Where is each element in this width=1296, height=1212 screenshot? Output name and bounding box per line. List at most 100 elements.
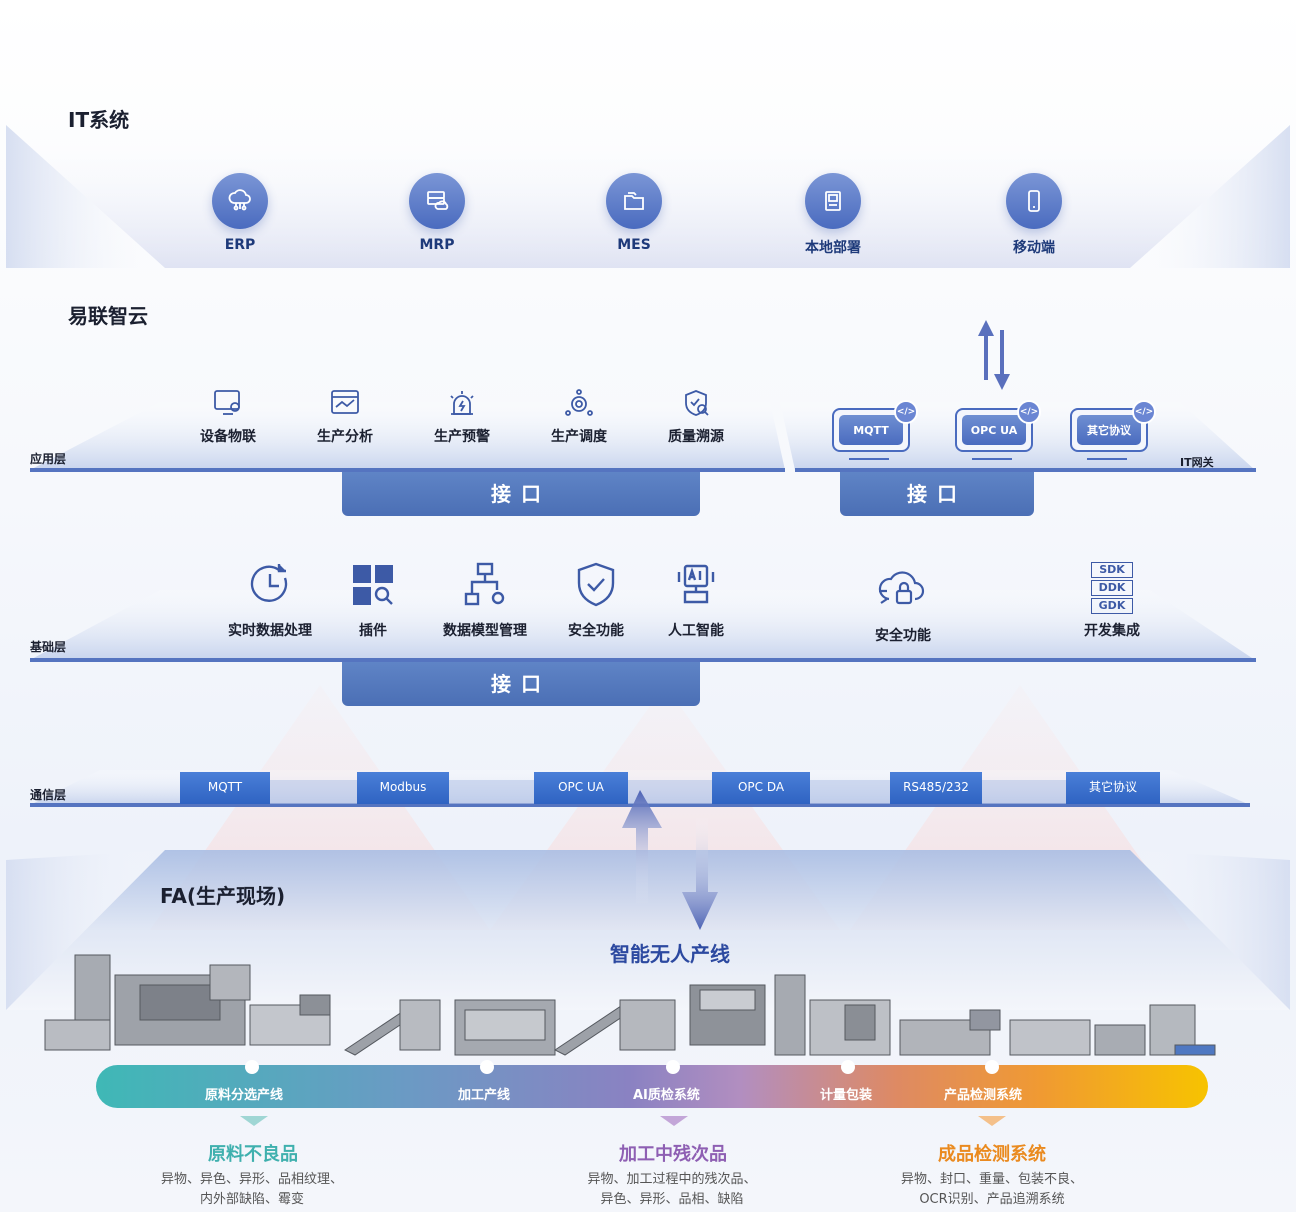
monitor-gear-icon xyxy=(214,390,240,415)
defect-desc-line: 异物、异色、异形、品相纹理、 xyxy=(160,1172,343,1187)
base-item-label: 人工智能 xyxy=(668,623,724,639)
base-item-data-model[interactable]: 数据模型管理 xyxy=(430,560,540,640)
data-model-icon xyxy=(464,562,505,606)
cloud-title: 易联智云 xyxy=(68,304,148,328)
stage-dot xyxy=(666,1060,680,1074)
app-item-device-iot[interactable]: 设备物联 xyxy=(178,388,278,446)
gateway-interface[interactable]: 接口 xyxy=(840,472,1034,516)
base-item-label: 实时数据处理 xyxy=(228,623,312,639)
gateway-stand xyxy=(1087,458,1127,460)
mobile-phone-icon xyxy=(1006,173,1062,229)
base-item-label: 安全功能 xyxy=(568,623,624,639)
base-interface[interactable]: 接口 xyxy=(342,662,700,706)
gateway-protocol-mqtt[interactable]: MQTT </> xyxy=(832,400,918,452)
folder-icon xyxy=(606,173,662,229)
it-item-label: MRP xyxy=(419,237,455,253)
gateway-label: IT网关 xyxy=(1180,456,1214,469)
stage-dot xyxy=(245,1060,259,1074)
defect-desc-line: 异色、异形、品相、缺陷 xyxy=(600,1192,744,1207)
it-item-label: ERP xyxy=(224,237,256,253)
defect-title-raw: 原料不良品 xyxy=(208,1144,298,1165)
ddk-tag: DDK xyxy=(1091,580,1133,596)
app-item-label: 质量溯源 xyxy=(668,429,724,445)
communication-layer-label: 通信层 xyxy=(30,788,67,802)
clock-icon xyxy=(250,564,288,602)
it-item-mobile[interactable]: 移动端 xyxy=(979,173,1089,257)
defect-title-processing: 加工中残次品 xyxy=(619,1144,727,1165)
protocol-mqtt[interactable]: MQTT xyxy=(180,772,270,804)
base-item-security-right[interactable]: 安全功能 xyxy=(848,565,958,645)
app-item-label: 设备物联 xyxy=(200,429,256,445)
stage-product-inspection[interactable]: 产品检测系统 xyxy=(944,1088,1023,1103)
cloud-lock-icon xyxy=(878,571,925,605)
app-item-label: 生产分析 xyxy=(317,429,373,445)
fa-title: FA(生产现场) xyxy=(160,884,286,908)
base-item-dev-integration[interactable]: SDK DDK GDK 开发集成 xyxy=(1057,560,1167,640)
app-item-production-dispatch[interactable]: 生产调度 xyxy=(529,388,629,446)
sdk-stack-icon: SDK DDK GDK xyxy=(1057,562,1167,614)
protocol-opc-ua[interactable]: OPC UA xyxy=(534,772,628,804)
app-item-production-alert[interactable]: 生产预警 xyxy=(412,388,512,446)
defect-desc-line: 异物、加工过程中的残次品、 xyxy=(587,1172,757,1187)
it-item-mes[interactable]: MES xyxy=(579,173,689,253)
protocol-rs485[interactable]: RS485/232 xyxy=(890,772,982,804)
application-layer-label: 应用层 xyxy=(30,452,67,466)
dispatch-icon xyxy=(565,389,593,416)
process-bar xyxy=(96,1065,1208,1108)
alarm-icon xyxy=(450,391,474,415)
down-arrow-icon xyxy=(978,1116,1006,1126)
down-arrow-icon xyxy=(660,1116,688,1126)
defect-desc-raw: 异物、异色、异形、品相纹理、 内外部缺陷、霉变 xyxy=(122,1170,382,1210)
stage-dot xyxy=(841,1060,855,1074)
stage-dot xyxy=(985,1060,999,1074)
smart-line-title: 智能无人产线 xyxy=(610,942,730,966)
it-system-title: IT系统 xyxy=(68,108,130,132)
gateway-protocol-label: MQTT xyxy=(839,415,903,445)
protocol-modbus[interactable]: Modbus xyxy=(357,772,449,804)
sdk-tag: SDK xyxy=(1091,562,1133,578)
cloud-network-icon xyxy=(212,173,268,229)
base-item-label: 开发集成 xyxy=(1084,623,1140,639)
defect-title-finished: 成品检测系统 xyxy=(938,1144,1046,1165)
stage-processing[interactable]: 加工产线 xyxy=(458,1088,511,1103)
gateway-stand xyxy=(972,458,1012,460)
app-item-label: 生产预警 xyxy=(434,429,490,445)
stage-raw-sorting[interactable]: 原料分选产线 xyxy=(205,1088,284,1103)
it-item-mrp[interactable]: MRP xyxy=(382,173,492,253)
it-item-local-deploy[interactable]: 本地部署 xyxy=(778,173,888,257)
gateway-protocol-other[interactable]: 其它协议 </> xyxy=(1070,400,1156,452)
base-item-plugin[interactable]: 插件 xyxy=(318,560,428,640)
protocol-opc-da[interactable]: OPC DA xyxy=(712,772,810,804)
application-interface[interactable]: 接口 xyxy=(342,472,700,516)
it-item-label: MES xyxy=(617,237,651,253)
stage-ai-inspection[interactable]: AI质检系统 xyxy=(633,1088,700,1103)
gdk-tag: GDK xyxy=(1091,598,1133,614)
server-cloud-icon xyxy=(409,173,465,229)
floppy-disk-icon xyxy=(805,173,861,229)
gateway-protocol-opc-ua[interactable]: OPC UA </> xyxy=(955,400,1041,452)
app-item-quality-trace[interactable]: 质量溯源 xyxy=(646,388,746,446)
code-icon: </> xyxy=(1132,400,1156,424)
defect-desc-processing: 异物、加工过程中的残次品、 异色、异形、品相、缺陷 xyxy=(542,1170,802,1210)
base-layer-label: 基础层 xyxy=(30,640,67,654)
it-item-erp[interactable]: ERP xyxy=(185,173,295,253)
code-icon: </> xyxy=(894,400,918,424)
app-item-label: 生产调度 xyxy=(551,429,607,445)
gateway-stand xyxy=(849,458,889,460)
defect-desc-line: OCR识别、产品追溯系统 xyxy=(919,1192,1065,1207)
base-item-security[interactable]: 安全功能 xyxy=(541,560,651,640)
base-item-realtime-data[interactable]: 实时数据处理 xyxy=(215,560,325,640)
base-item-label: 插件 xyxy=(359,623,387,639)
production-line-machines xyxy=(44,954,1216,1056)
base-item-label: 安全功能 xyxy=(875,628,931,644)
base-item-label: 数据模型管理 xyxy=(443,623,527,639)
plugin-grid-icon xyxy=(353,565,393,605)
protocol-other[interactable]: 其它协议 xyxy=(1066,772,1160,804)
stage-weigh-pack[interactable]: 计量包装 xyxy=(820,1088,873,1103)
defect-desc-finished: 异物、封口、重量、包装不良、 OCR识别、产品追溯系统 xyxy=(862,1170,1122,1210)
defect-desc-line: 异物、封口、重量、包装不良、 xyxy=(900,1172,1083,1187)
app-item-production-analysis[interactable]: 生产分析 xyxy=(295,388,395,446)
base-item-ai[interactable]: 人工智能 xyxy=(641,560,751,640)
